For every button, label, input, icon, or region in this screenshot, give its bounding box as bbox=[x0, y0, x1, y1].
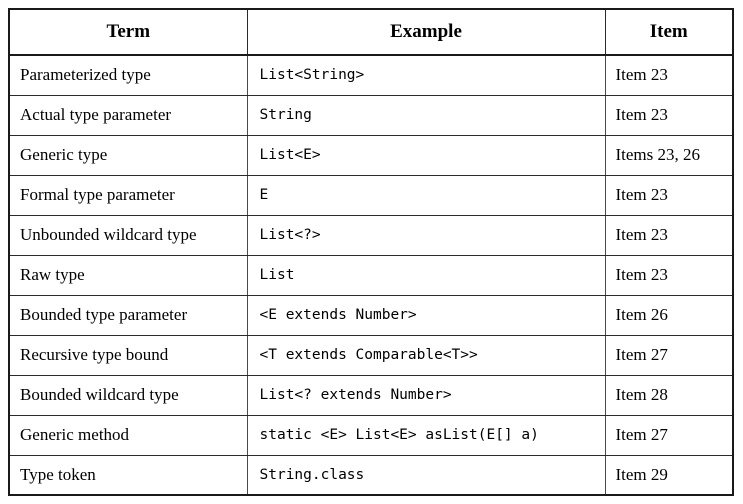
cell-example: <T extends Comparable<T>> bbox=[247, 335, 606, 376]
cell-item: Item 23 bbox=[605, 175, 733, 216]
cell-item: Item 23 bbox=[605, 215, 733, 256]
cell-term: Actual type parameter bbox=[9, 95, 248, 136]
cell-example: static <E> List<E> asList(E[] a) bbox=[247, 415, 606, 456]
cell-item: Item 23 bbox=[605, 55, 733, 96]
header-row: Term Example Item bbox=[9, 9, 733, 56]
cell-example: List<String> bbox=[247, 55, 606, 96]
cell-term: Formal type parameter bbox=[9, 175, 248, 216]
cell-example: String bbox=[247, 95, 606, 136]
table-row: Recursive type bound<T extends Comparabl… bbox=[9, 335, 733, 376]
cell-example: String.class bbox=[247, 455, 606, 495]
table-row: Bounded type parameter<E extends Number>… bbox=[9, 295, 733, 336]
cell-example: List<? extends Number> bbox=[247, 375, 606, 416]
cell-item: Item 27 bbox=[605, 335, 733, 376]
cell-example: List bbox=[247, 255, 606, 296]
cell-term: Bounded type parameter bbox=[9, 295, 248, 336]
table-header: Term Example Item bbox=[9, 9, 733, 56]
cell-example: <E extends Number> bbox=[247, 295, 606, 336]
column-header-item: Item bbox=[605, 9, 733, 56]
column-header-term: Term bbox=[9, 9, 248, 56]
cell-example: List<E> bbox=[247, 135, 606, 176]
cell-term: Generic method bbox=[9, 415, 248, 456]
cell-term: Type token bbox=[9, 455, 248, 495]
cell-item: Item 23 bbox=[605, 95, 733, 136]
cell-term: Bounded wildcard type bbox=[9, 375, 248, 416]
cell-item: Item 23 bbox=[605, 255, 733, 296]
cell-item: Item 26 bbox=[605, 295, 733, 336]
cell-item: Items 23, 26 bbox=[605, 135, 733, 176]
cell-term: Unbounded wildcard type bbox=[9, 215, 248, 256]
cell-item: Item 27 bbox=[605, 415, 733, 456]
cell-example: List<?> bbox=[247, 215, 606, 256]
cell-term: Recursive type bound bbox=[9, 335, 248, 376]
column-header-example: Example bbox=[247, 9, 606, 56]
cell-example: E bbox=[247, 175, 606, 216]
cell-item: Item 28 bbox=[605, 375, 733, 416]
cell-term: Parameterized type bbox=[9, 55, 248, 96]
cell-item: Item 29 bbox=[605, 455, 733, 495]
cell-term: Raw type bbox=[9, 255, 248, 296]
cell-term: Generic type bbox=[9, 135, 248, 176]
